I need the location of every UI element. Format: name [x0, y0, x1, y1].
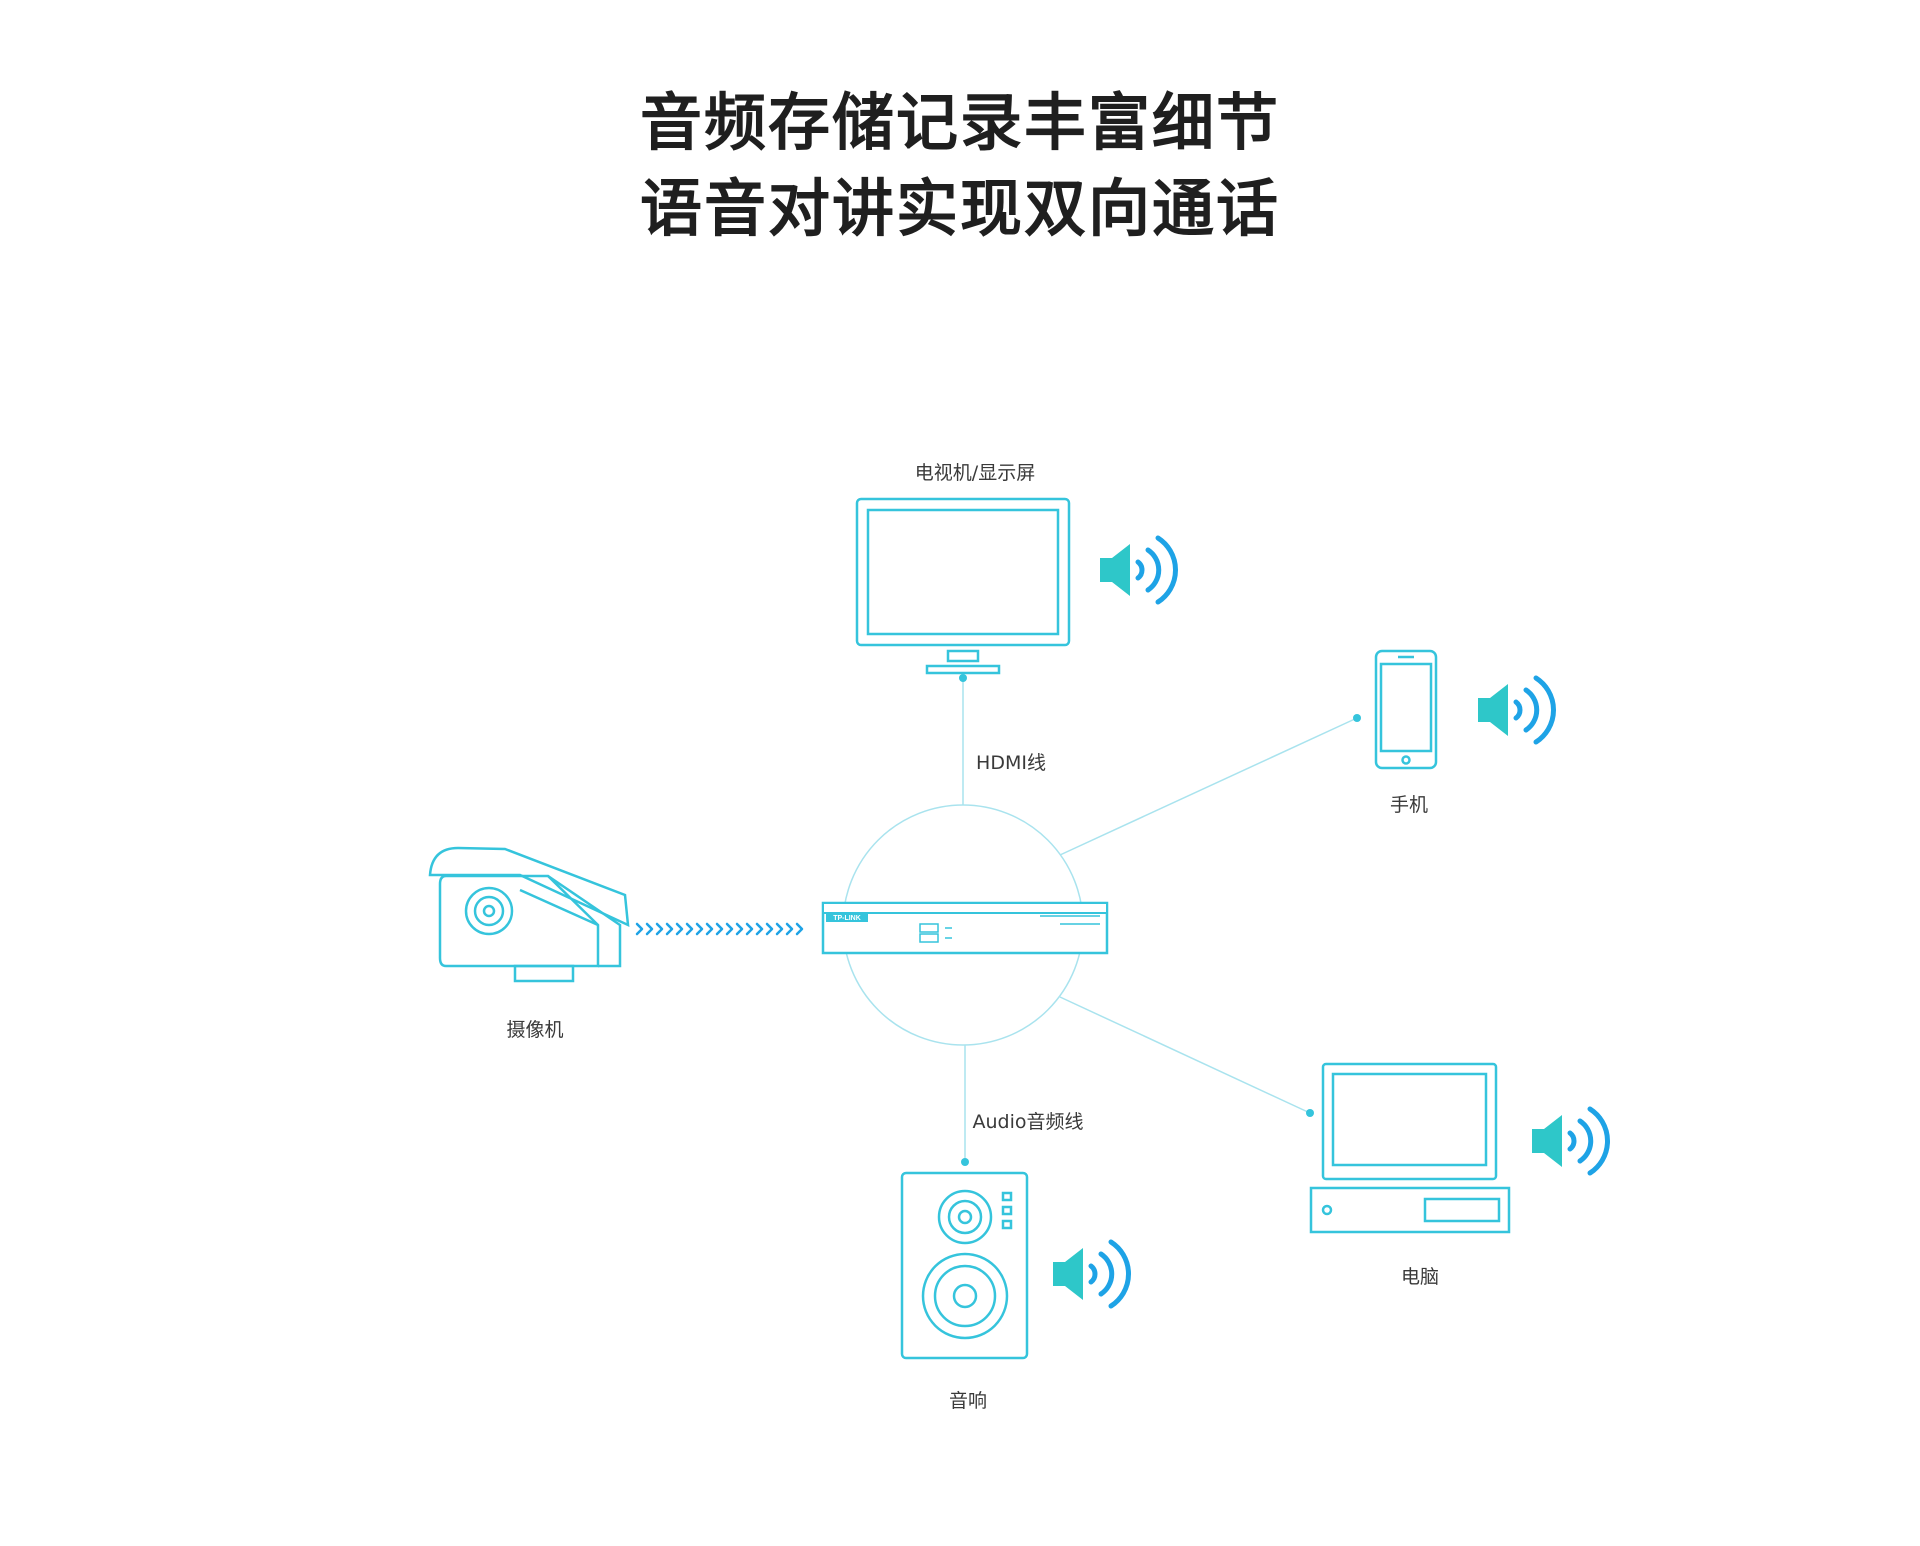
nvr-device: TP-LINK	[821, 901, 1109, 955]
computer-label: 电脑	[1400, 1266, 1440, 1288]
audio-waveform-icon	[325, 884, 410, 960]
headline-line-1: 音频存储记录丰富细节	[639, 86, 1280, 159]
tv-volume-icon	[1100, 538, 1176, 602]
bullet-camera-icon	[428, 846, 630, 983]
nvr-brand-text: TP-LINK	[833, 915, 861, 922]
speaker-volume-icon	[1053, 1242, 1129, 1306]
speaker-label: 音响	[948, 1390, 988, 1412]
hdmi-cable-label: HDMI线	[976, 752, 1046, 774]
bookshelf-speaker-icon	[900, 1171, 1029, 1360]
monitor-icon	[855, 497, 1071, 675]
connection-dots	[959, 674, 1361, 1166]
signal-flow-arrows	[635, 922, 804, 936]
smartphone-icon	[1374, 649, 1438, 770]
phone-line	[1059, 717, 1358, 856]
camera-label: 摄像机	[506, 1019, 564, 1041]
connection-lines	[962, 680, 1358, 1160]
phone-volume-icon	[1478, 678, 1554, 742]
tv-label: 电视机/显示屏	[914, 462, 1036, 484]
computer-volume-icon	[1532, 1109, 1608, 1173]
desktop-computer-icon	[1309, 1062, 1511, 1234]
headline-line-2: 语音对讲实现双向通话	[639, 172, 1280, 245]
audio-cable-label: Audio音频线	[972, 1111, 1084, 1133]
computer-line	[1059, 996, 1311, 1114]
phone-label: 手机	[1389, 794, 1429, 816]
